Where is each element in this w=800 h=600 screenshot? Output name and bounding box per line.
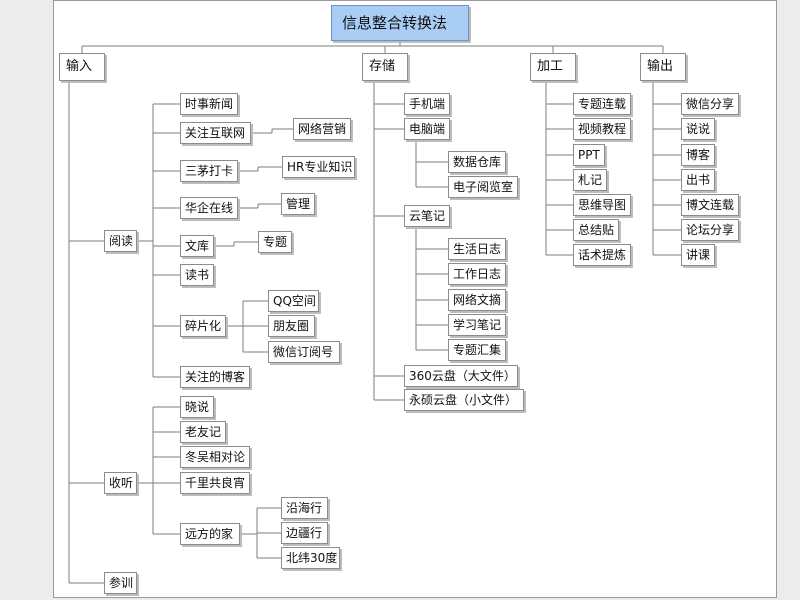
node-xiaoshuo: 晓说 xyxy=(180,396,214,418)
category-output: 输出 xyxy=(640,53,686,81)
node-topic: 专题 xyxy=(258,231,292,253)
category-input: 输入 xyxy=(59,53,105,81)
node-work-log: 工作日志 xyxy=(448,263,506,285)
node-video-tutorial: 视频教程 xyxy=(573,118,631,140)
node-life-log: 生活日志 xyxy=(448,238,506,260)
node-dongwu: 冬吴相对论 xyxy=(180,446,250,468)
node-wenku: 文库 xyxy=(180,235,214,257)
node-pc: 电脑端 xyxy=(404,118,450,140)
node-serial-topics: 专题连载 xyxy=(573,93,631,115)
node-coastal-trip: 沿海行 xyxy=(281,497,328,519)
node-blog-series: 博文连载 xyxy=(681,194,739,216)
node-hr-knowledge: HR专业知识 xyxy=(282,156,355,178)
node-topic-collection: 专题汇集 xyxy=(448,339,506,361)
node-mind-map: 思维导图 xyxy=(573,194,631,216)
node-yongshuo-cloud: 永硕云盘（小文件） xyxy=(404,389,524,411)
node-360-cloud: 360云盘（大文件） xyxy=(404,365,518,387)
category-storage: 存储 xyxy=(362,53,408,81)
node-training: 参训 xyxy=(104,572,137,594)
node-qq-space: QQ空间 xyxy=(268,290,319,312)
node-blog: 博客 xyxy=(681,144,715,166)
node-notes: 札记 xyxy=(573,169,607,191)
node-ppt: PPT xyxy=(573,144,605,166)
node-management: 管理 xyxy=(281,193,315,215)
node-phone: 手机端 xyxy=(404,93,450,115)
node-forum-share: 论坛分享 xyxy=(681,219,739,241)
node-summary-post: 总结贴 xyxy=(573,219,619,241)
node-yuanfang: 远方的家 xyxy=(180,523,240,545)
node-qianli: 千里共良宵 xyxy=(180,472,250,494)
node-lecture: 讲课 xyxy=(681,244,715,266)
node-huaqi-online: 华企在线 xyxy=(180,197,238,219)
node-current-news: 时事新闻 xyxy=(180,93,238,115)
node-internet-marketing: 网络营销 xyxy=(293,118,351,140)
node-30-degrees: 北纬30度 xyxy=(281,547,340,569)
node-script-refining: 话术提炼 xyxy=(573,244,631,266)
node-reading-books: 读书 xyxy=(180,264,214,286)
node-frontier-trip: 边疆行 xyxy=(281,522,328,544)
node-reading: 阅读 xyxy=(104,230,137,252)
node-e-reading-room: 电子阅览室 xyxy=(448,176,518,198)
node-data-warehouse: 数据仓库 xyxy=(448,151,506,173)
node-cloud-notes: 云笔记 xyxy=(404,205,450,227)
node-sanmao-checkin: 三茅打卡 xyxy=(180,160,238,182)
node-book: 出书 xyxy=(681,169,715,191)
node-shuoshuo: 说说 xyxy=(681,118,715,140)
node-fragmented: 碎片化 xyxy=(180,315,226,337)
category-processing: 加工 xyxy=(530,53,576,81)
node-follow-internet: 关注互联网 xyxy=(180,122,251,144)
node-study-notes: 学习笔记 xyxy=(448,314,506,336)
root-node: 信息整合转换法 xyxy=(331,5,469,41)
node-followed-blogs: 关注的博客 xyxy=(180,366,250,388)
node-wechat-share: 微信分享 xyxy=(681,93,739,115)
node-wechat-subscriptions: 微信订阅号 xyxy=(268,341,340,363)
node-listening: 收听 xyxy=(104,472,137,494)
node-web-digest: 网络文摘 xyxy=(448,289,506,311)
node-moments: 朋友圈 xyxy=(268,315,315,337)
node-laoyouji: 老友记 xyxy=(180,421,226,443)
